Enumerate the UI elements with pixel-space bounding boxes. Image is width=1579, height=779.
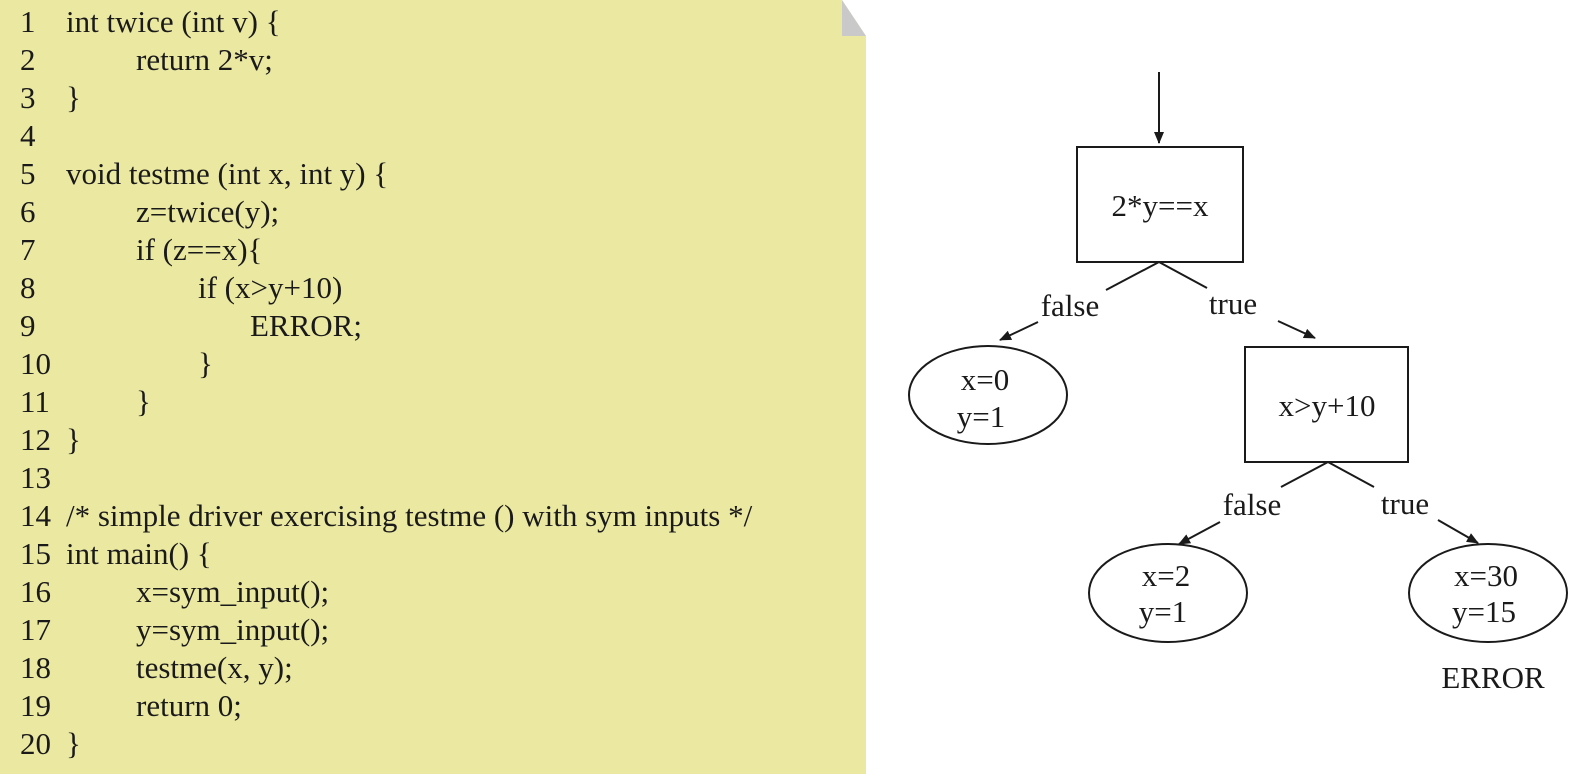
line-text: return 0; [136, 688, 242, 723]
line-text: x=sym_input(); [136, 574, 330, 609]
code-line: 14 /* simple driver exercising testme () … [0, 497, 866, 535]
inner-false-edge-upper [1280, 461, 1329, 488]
line-number: 11 [20, 384, 50, 419]
false-leaf-x-value: x=0 [961, 362, 1009, 397]
code-line: 12} [0, 421, 866, 459]
code-line: 20} [0, 725, 866, 763]
line-text: int twice (int v) { [66, 4, 281, 39]
line-number: 20 [20, 726, 51, 761]
line-number: 4 [20, 118, 36, 153]
root-true-edge-lower [1277, 320, 1316, 339]
inner-true-edge-lower [1437, 519, 1479, 544]
line-text: } [66, 422, 81, 457]
line-number: 8 [20, 270, 36, 305]
inner-false-leaf-x-value: x=2 [1142, 558, 1190, 593]
line-number: 14 [20, 498, 51, 533]
line-text: return 2*v; [136, 42, 273, 77]
line-number: 5 [20, 156, 36, 191]
code-line: 15 int main() { [0, 535, 866, 573]
inner-false-leaf-ellipse [1088, 543, 1248, 643]
line-text: } [66, 80, 81, 115]
line-number: 12 [20, 422, 51, 457]
code-line: 16 x=sym_input(); [0, 573, 866, 611]
line-text: void testme (int x, int y) { [66, 156, 389, 191]
code-line: 5 void testme (int x, int y) { [0, 155, 866, 193]
error-label: ERROR [1441, 660, 1545, 695]
inner-false-leaf-y-value: y=1 [1139, 594, 1187, 629]
line-number: 16 [20, 574, 51, 609]
execution-tree-diagram: 2*y==x false true x=0 y=1 x>y+10 false t… [866, 0, 1579, 774]
root-true-edge-upper [1158, 261, 1208, 289]
execution-tree-svg: 2*y==x false true x=0 y=1 x>y+10 false t… [908, 72, 1568, 695]
inner-true-leaf-x-value: x=30 [1454, 558, 1518, 593]
code-line: 11} [0, 383, 866, 421]
code-line: 10} [0, 345, 866, 383]
line-number: 2 [20, 42, 36, 77]
line-number: 18 [20, 650, 51, 685]
line-text: int main() { [66, 536, 212, 571]
root-false-edge-lower [999, 321, 1039, 341]
code-line: 4 [0, 117, 866, 155]
code-line: 13 [0, 459, 866, 497]
line-number: 17 [20, 612, 51, 647]
inner-true-edge-upper [1327, 461, 1375, 488]
root-true-label: true [1209, 286, 1257, 321]
line-text: } [66, 726, 81, 761]
line-text: if (x>y+10) [198, 270, 343, 305]
line-number: 3 [20, 80, 36, 115]
line-number: 1 [20, 4, 36, 39]
line-number: 7 [20, 232, 36, 267]
line-number: 10 [20, 346, 51, 381]
inner-condition-label: x>y+10 [1279, 388, 1376, 423]
line-text: /* simple driver exercising testme () wi… [66, 498, 753, 533]
false-leaf-y-value: y=1 [957, 399, 1005, 434]
line-text: } [198, 346, 213, 381]
line-number: 6 [20, 194, 36, 229]
inner-false-label: false [1223, 487, 1282, 522]
line-text: y=sym_input(); [136, 612, 330, 647]
code-line: 9 ERROR; [0, 307, 866, 345]
code-line: 19 return 0; [0, 687, 866, 725]
inner-true-label: true [1381, 486, 1429, 521]
inner-false-edge-lower [1178, 521, 1221, 545]
code-line: 18 testme(x, y); [0, 649, 866, 687]
code-line: 1 int twice (int v) { [0, 3, 866, 41]
root-false-edge-upper [1105, 261, 1160, 291]
inner-true-leaf-ellipse [1408, 543, 1568, 643]
code-line: 2 return 2*v; [0, 41, 866, 79]
line-text: ERROR; [250, 308, 362, 343]
line-number: 19 [20, 688, 51, 723]
line-number: 9 [20, 308, 36, 343]
code-line: 8 if (x>y+10) [0, 269, 866, 307]
root-condition-label: 2*y==x [1112, 188, 1209, 223]
code-line: 17 y=sym_input(); [0, 611, 866, 649]
code-line: 7 if (z==x){ [0, 231, 866, 269]
line-number: 13 [20, 460, 51, 495]
inner-true-leaf-y-value: y=15 [1452, 594, 1516, 629]
root-false-label: false [1041, 288, 1100, 323]
line-text: z=twice(y); [136, 194, 280, 229]
line-text: } [136, 384, 151, 419]
false-leaf-ellipse [908, 345, 1068, 445]
code-line: 6 z=twice(y); [0, 193, 866, 231]
line-text: testme(x, y); [136, 650, 293, 685]
code-line: 3} [0, 79, 866, 117]
line-text: if (z==x){ [136, 232, 263, 267]
line-number: 15 [20, 536, 51, 571]
page-fold-corner [842, 0, 866, 36]
